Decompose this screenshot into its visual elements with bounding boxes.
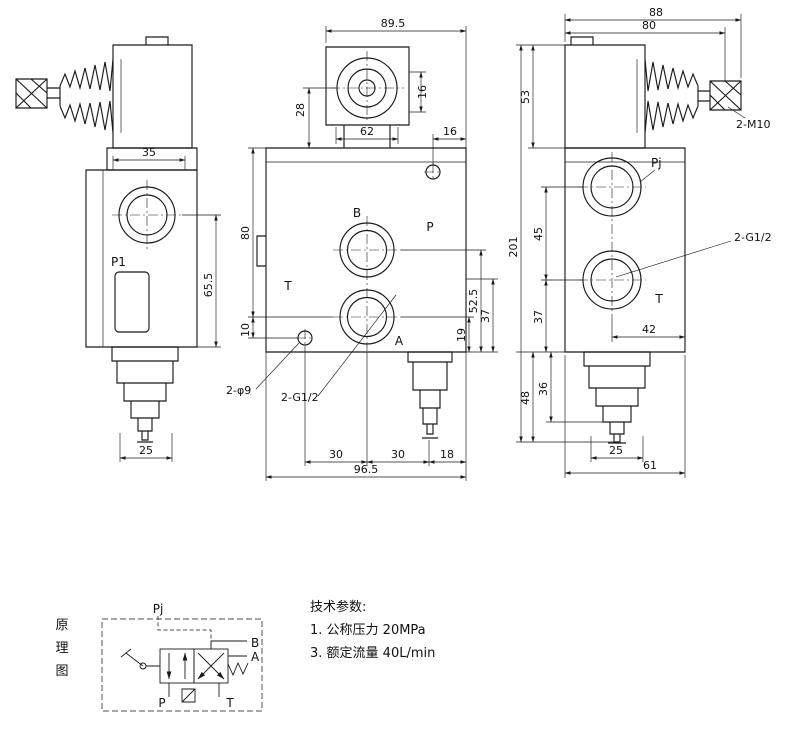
right-note-g12: 2-G1/2 [734,231,772,244]
right-note-m10: 2-M10 [736,118,770,131]
schematic-port-lines [168,640,247,697]
front-leader-g12 [317,294,397,397]
front-view: 89.5 16 62 16 28 80 10 19 52.5 37 30 30 … [226,17,498,481]
schematic-lever [120,648,160,667]
right-dim-45: 45 [532,227,545,241]
front-view-flange [325,46,410,148]
right-dim-61: 61 [643,459,657,472]
left-view-joystick-stem [47,87,60,99]
front-port-b-label: B [353,206,361,220]
front-view-ext-lines [248,26,498,481]
right-view-centerlines [578,152,646,318]
left-view-body [85,169,198,348]
front-port-a-label: A [395,334,404,348]
right-view-ext-lines [516,14,742,478]
left-view-ext-lines [112,156,221,462]
left-dim-65-5: 65.5 [202,273,215,298]
front-note-holes: 2-φ9 [226,384,251,397]
front-port-t-label: T [283,279,292,293]
right-view-housing [564,36,646,149]
left-view-centerlines [112,180,182,250]
schematic-orifice [181,688,196,703]
front-dim-80: 80 [239,226,252,240]
right-view: 88 80 201 53 45 37 48 36 42 25 61 Pj T 2… [507,6,772,478]
schematic-port-p: P [158,696,165,710]
left-port-p1-label: P1 [111,255,126,269]
schematic-port-b: B [251,636,259,650]
right-view-end-cap [583,351,651,444]
right-view-joystick-ball [709,80,742,111]
tech-params-item-1: 1. 公称压力 20MPa [310,623,426,638]
front-note-thread: 2-G1/2 [281,391,319,404]
schematic-lever-pivot [139,662,147,670]
schematic-port-t: T [225,696,234,710]
right-dim-42: 42 [642,323,656,336]
schematic-title-char1: 原 [55,618,68,633]
front-dim-96-5: 96.5 [354,463,379,476]
front-dim-52-5: 52.5 [467,289,480,314]
right-dim-201: 201 [507,237,520,258]
front-view-end-cap [407,351,453,439]
left-view-bellows [59,58,114,134]
front-dim-19: 19 [455,328,468,342]
front-port-a-outer [339,289,395,345]
left-dim-25: 25 [139,444,153,457]
right-view-body [564,147,686,353]
right-dim-53: 53 [519,90,532,104]
right-view-joystick-stem [698,90,710,102]
front-dim-18: 18 [440,448,454,461]
tech-params-heading: 技术参数: [310,599,366,615]
technical-parameters: 技术参数: 1. 公称压力 20MPa 3. 额定流量 40L/min [310,599,435,661]
front-dim-30a: 30 [329,448,343,461]
right-port-t-label: T [654,292,663,306]
right-dim-80: 80 [642,19,656,32]
right-dim-37: 37 [532,310,545,324]
schematic-port-a: A [251,650,260,664]
right-dim-25: 25 [609,444,623,457]
left-view-end-cap [111,346,179,443]
right-dim-36: 36 [537,382,550,396]
front-dim-16-flange: 16 [416,85,429,99]
schematic-valve-box-left [159,648,195,684]
front-dim-37: 37 [479,309,492,323]
tech-params-item-2: 3. 额定流量 40L/min [310,646,435,661]
schematic-pilot-line [157,616,212,649]
right-dim-48: 48 [519,391,532,405]
front-dim-62: 62 [360,125,374,138]
right-leader-pj [639,169,656,183]
right-dim-88: 88 [649,6,663,19]
front-dim-16-hole: 16 [443,125,457,138]
schematic-title-char3: 图 [55,664,68,679]
front-dim-89-5: 89.5 [381,17,406,30]
front-port-b-outer [339,222,395,278]
right-view-bellows [644,58,699,134]
left-view: 35 65.5 25 P1 [15,36,221,462]
schematic-spring [227,661,249,677]
schematic-flow-arrows-cross2 [197,652,225,680]
schematic-port-pj: Pj [153,602,164,616]
front-dim-30b: 30 [391,448,405,461]
front-leader-phi9 [255,342,300,390]
front-dim-28: 28 [294,103,307,117]
right-leader-m10 [727,106,746,119]
right-leader-g12 [615,240,732,278]
left-view-housing [112,36,193,149]
front-view-centerlines [296,51,442,351]
hydraulic-schematic: 原 理 图 Pj B A P T [55,602,263,712]
front-port-p-label: P [426,220,433,234]
left-view-joystick-ball [15,78,48,109]
front-dim-10: 10 [239,323,252,337]
left-dim-35: 35 [142,146,156,159]
left-view-slot [114,271,150,333]
right-port-pj-label: Pj [651,156,662,170]
schematic-title-char2: 理 [55,641,68,656]
front-view-t-boss [256,235,266,267]
